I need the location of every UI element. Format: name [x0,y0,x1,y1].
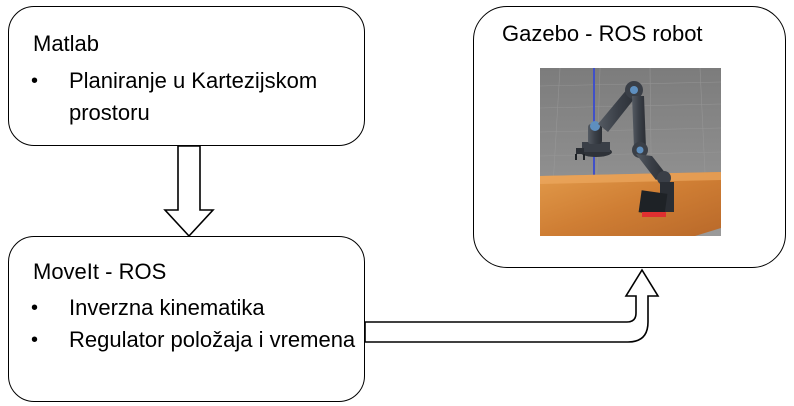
bullet-icon: • [31,70,39,92]
robot-arm-icon [540,68,721,236]
arrow-matlab-to-moveit [163,145,215,238]
moveit-bullet-item: • Regulator položaja i vremena [9,324,359,356]
moveit-node-title: MoveIt - ROS [33,259,167,284]
moveit-node-bullets: • Inverzna kinematika • Regulator položa… [9,292,359,356]
moveit-bullet-item: • Inverzna kinematika [9,292,359,324]
matlab-bullet-text: Planiranje u Kartezijskom prostoru [69,68,318,125]
matlab-node-title: Matlab [33,31,100,56]
matlab-bullet-item: • Planiranje u Kartezijskom prostoru [9,65,359,129]
moveit-bullet-text: Regulator položaja i vremena [69,327,356,352]
gazebo-node-title: Gazebo - ROS robot [502,21,703,46]
moveit-node: MoveIt - ROS • Inverzna kinematika • Reg… [8,236,365,402]
arrow-moveit-to-gazebo [364,268,660,343]
bullet-icon: • [31,297,39,319]
matlab-node-bullets: • Planiranje u Kartezijskom prostoru [9,65,359,129]
bullet-icon: • [31,329,39,351]
matlab-node: Matlab • Planiranje u Kartezijskom prost… [8,6,365,146]
moveit-bullet-text: Inverzna kinematika [69,295,265,320]
robot-arm-image [540,68,721,236]
